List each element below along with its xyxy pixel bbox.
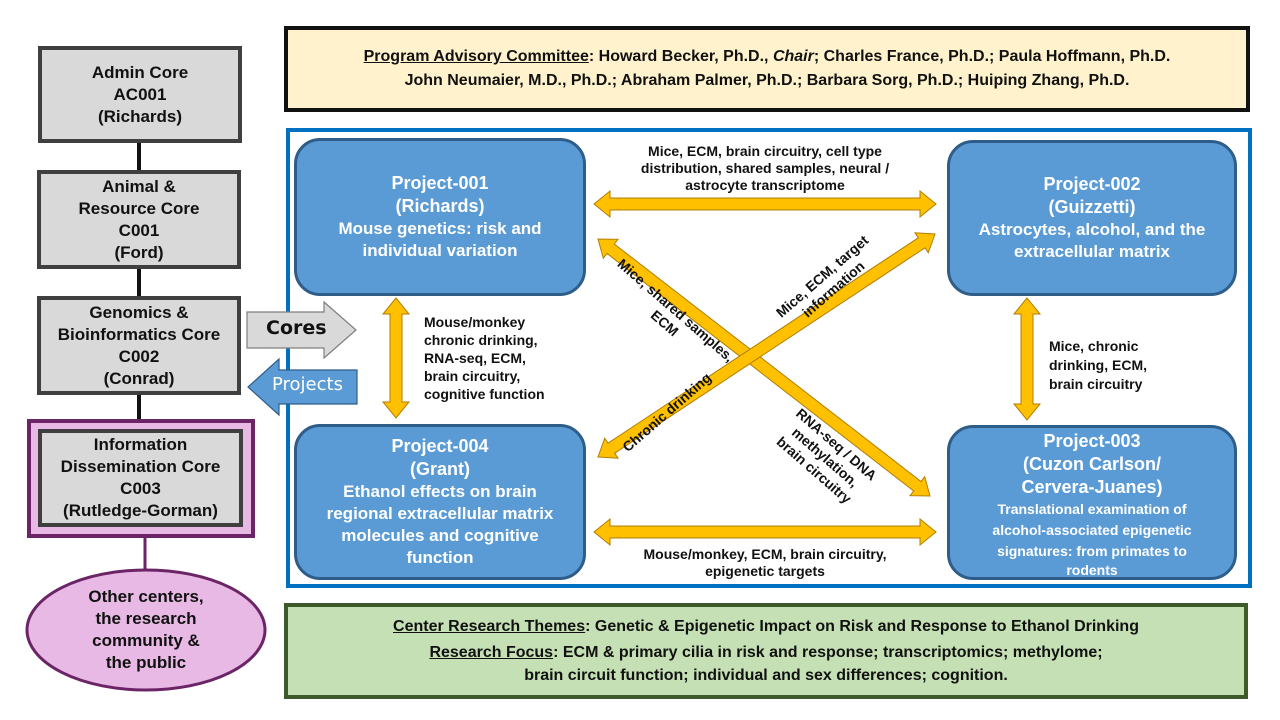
project-desc: rodents — [1066, 562, 1118, 578]
project-pi-2: Cervera-Juanes) — [1021, 477, 1163, 497]
link-label-line: epigenetic targets — [705, 563, 825, 579]
link-label-line: brain circuitry, — [424, 368, 521, 384]
project-004-box: Project-004 (Grant) Ethanol effects on b… — [294, 424, 586, 580]
themes-line: Center Research Themes: Genetic & Epigen… — [288, 615, 1244, 638]
core-name: Genomics & — [89, 302, 189, 322]
project-pi: (Grant) — [410, 459, 470, 479]
advisory-text: ; Charles France, Ph.D.; Paula Hoffmann,… — [813, 48, 1171, 65]
outreach-line: the research — [95, 609, 197, 628]
dissemination-core-box: Information Dissemination Core C003 (Rut… — [38, 429, 243, 527]
link-label-line: chronic drinking, — [424, 332, 538, 348]
core-code: C003 — [120, 479, 161, 498]
core-code: C002 — [118, 346, 160, 366]
themes-heading: Center Research Themes — [393, 618, 586, 635]
chair-label: Chair — [772, 48, 814, 65]
core-name: Animal & — [102, 176, 176, 196]
link-label-line: Mouse/monkey, ECM, brain circuitry, — [643, 546, 887, 562]
cores-flow-label: Cores — [266, 317, 327, 339]
project-desc: function — [406, 548, 474, 567]
advisory-line-1: Program Advisory Committee: Howard Becke… — [288, 45, 1246, 69]
projects-frame — [286, 128, 1252, 588]
project-002-box: Project-002 (Guizzetti) Astrocytes, alco… — [947, 140, 1237, 296]
projects-flow-arrow — [247, 357, 358, 417]
outreach-ellipse — [25, 568, 267, 692]
link-label-line: brain circuitry — [1049, 376, 1143, 392]
core-lead: (Richards) — [97, 106, 183, 126]
focus-heading: Research Focus — [429, 644, 554, 661]
core-lead: (Conrad) — [103, 368, 175, 388]
project-desc: extracellular matrix — [1014, 242, 1170, 261]
link-label-p1-p4: Mouse/monkey chronic drinking, RNA-seq, … — [424, 313, 545, 403]
project-desc: molecules and cognitive — [341, 526, 539, 545]
link-label-line: RNA-seq, ECM, — [424, 350, 526, 366]
project-pi: (Cuzon Carlson/ — [1023, 454, 1161, 474]
cores-flow-arrow — [246, 300, 357, 360]
link-label-line: astrocyte transcriptome — [685, 177, 845, 193]
advisory-line-2: John Neumaier, M.D., Ph.D.; Abraham Palm… — [404, 72, 1130, 89]
core-connector-line — [137, 125, 141, 425]
project-desc: regional extracellular matrix — [326, 504, 554, 523]
project-desc: Astrocytes, alcohol, and the — [978, 220, 1206, 239]
link-label-p4-p3: Mouse/monkey, ECM, brain circuitry, epig… — [600, 546, 930, 580]
link-label-line: cognitive function — [424, 386, 545, 402]
link-label-line: drinking, ECM, — [1049, 357, 1147, 373]
focus-line-2: brain circuit function; individual and s… — [524, 667, 1008, 684]
core-name-2: Dissemination Core — [60, 457, 221, 476]
admin-core-box: Admin Core AC001 (Richards) — [38, 46, 242, 143]
focus-text: : ECM & primary cilia in risk and respon… — [553, 644, 1103, 661]
link-label-p1-p2: Mice, ECM, brain circuitry, cell type di… — [610, 143, 920, 194]
project-pi: (Guizzetti) — [1048, 197, 1136, 217]
arrow-p1-p3 — [597, 238, 931, 497]
outreach-label: Other centers, the research community & … — [40, 586, 252, 674]
arrow-p4-p3 — [593, 517, 937, 547]
advisory-committee-box: Program Advisory Committee: Howard Becke… — [284, 26, 1250, 112]
project-pi: (Richards) — [395, 196, 485, 216]
advisory-heading: Program Advisory Committee — [363, 48, 589, 65]
focus-line: Research Focus: ECM & primary cilia in r… — [288, 641, 1244, 664]
core-code: C001 — [118, 220, 160, 240]
core-name-2: Resource Core — [78, 198, 200, 218]
outreach-line: community & — [92, 631, 200, 650]
project-003-box: Project-003 (Cuzon Carlson/ Cervera-Juan… — [947, 425, 1237, 580]
project-desc: Translational examination of — [997, 501, 1187, 517]
project-title: Project-003 — [1043, 431, 1141, 451]
link-label-line: Mice, ECM, brain circuitry, cell type — [648, 143, 882, 159]
core-lead: (Ford) — [114, 242, 164, 262]
animal-resource-core-box: Animal & Resource Core C001 (Ford) — [37, 170, 241, 269]
core-name: Information — [93, 435, 188, 454]
link-label-p2-p3: Mice, chronic drinking, ECM, brain circu… — [1049, 337, 1147, 394]
arrow-p4-p2 — [597, 232, 936, 459]
link-label-line: Mouse/monkey — [424, 314, 526, 330]
arrow-p2-p3 — [1012, 297, 1042, 421]
projects-flow-label: Projects — [272, 374, 343, 395]
project-title: Project-001 — [391, 173, 489, 193]
arrow-p1-p2 — [593, 189, 937, 219]
arrow-p1-p4 — [381, 297, 411, 419]
link-label-line: Mice, chronic — [1049, 338, 1139, 354]
project-desc: alcohol-associated epigenetic — [992, 522, 1192, 538]
research-themes-box: Center Research Themes: Genetic & Epigen… — [284, 603, 1248, 699]
project-desc: individual variation — [362, 241, 518, 260]
project-001-box: Project-001 (Richards) Mouse genetics: r… — [294, 138, 586, 296]
core-name: Admin Core — [91, 62, 189, 82]
project-desc: Mouse genetics: risk and — [338, 219, 542, 238]
themes-text: : Genetic & Epigenetic Impact on Risk an… — [585, 618, 1139, 635]
core-lead: (Rutledge-Gorman) — [63, 501, 218, 520]
genomics-core-box: Genomics & Bioinformatics Core C002 (Con… — [37, 296, 241, 395]
project-title: Project-004 — [391, 436, 489, 456]
project-desc: signatures: from primates to — [997, 543, 1187, 559]
outreach-line: the public — [105, 653, 187, 672]
project-title: Project-002 — [1043, 174, 1141, 194]
core-name-2: Bioinformatics Core — [57, 324, 221, 344]
link-label-line: distribution, shared samples, neural / — [640, 160, 890, 176]
advisory-text: : Howard Becker, Ph.D., — [588, 48, 773, 65]
project-desc: Ethanol effects on brain — [343, 482, 537, 501]
core-code: AC001 — [113, 84, 167, 104]
outreach-line: Other centers, — [88, 587, 204, 606]
